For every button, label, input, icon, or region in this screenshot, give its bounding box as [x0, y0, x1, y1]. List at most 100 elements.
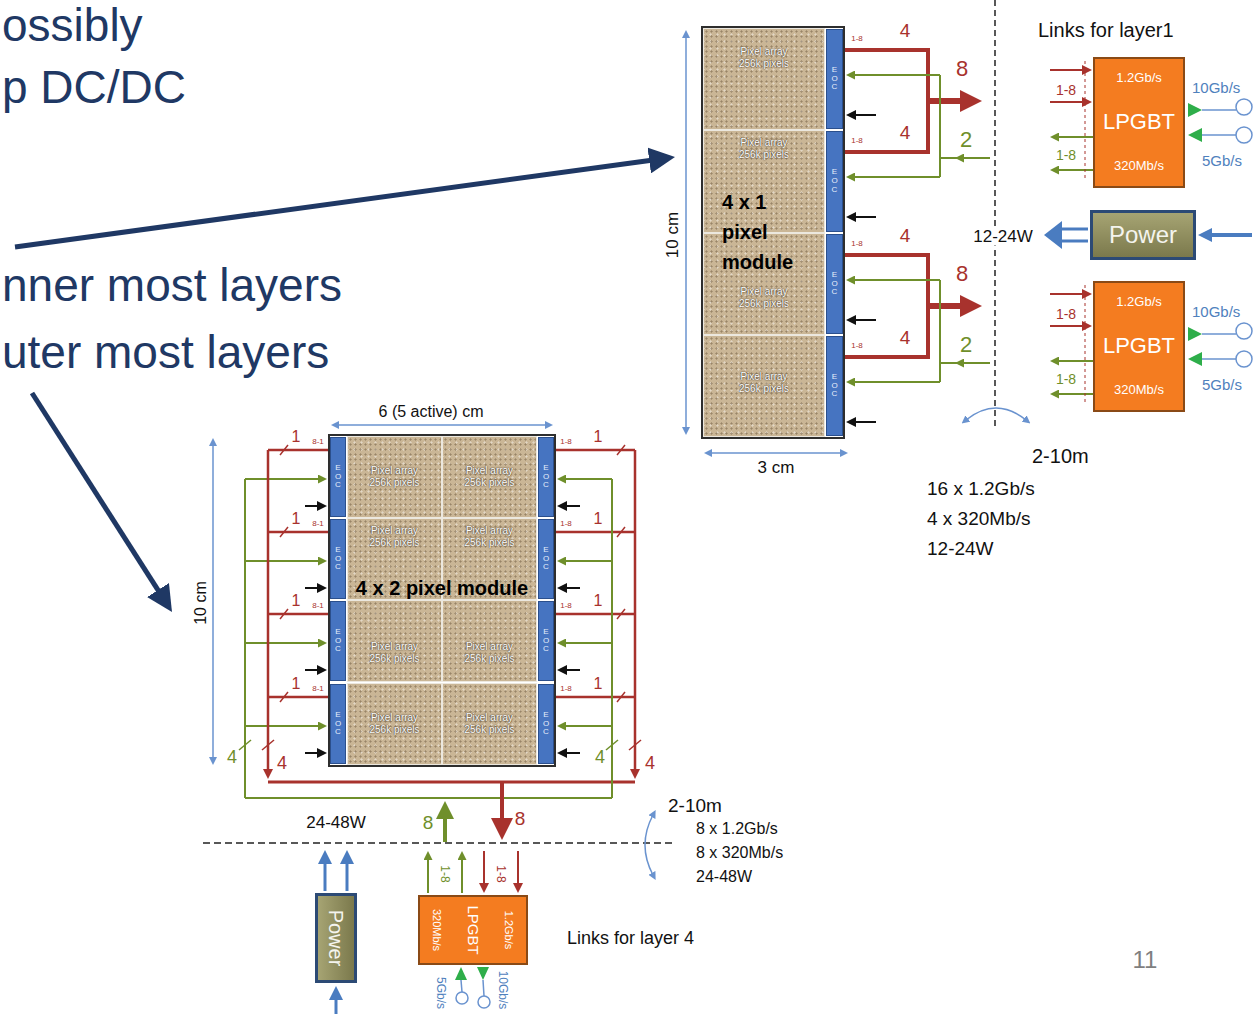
power-arrow — [335, 996, 338, 1014]
link-rate: 1.2Gb/s — [1116, 295, 1162, 309]
channel-range: 1-8 — [560, 438, 572, 446]
power-rating: 12-24W — [971, 227, 1035, 246]
line-count: 4 — [900, 328, 911, 347]
chip-name: LPGBT — [1103, 110, 1175, 134]
signal-wire — [634, 450, 637, 772]
eoc-bar: EOC — [826, 131, 843, 232]
eoc-label: EOC — [542, 628, 550, 654]
optical-receiver — [477, 967, 489, 980]
power-box: Power — [1090, 210, 1196, 260]
line-count: 4 — [277, 754, 287, 772]
boundary-line — [994, 0, 996, 428]
pixel-array-label: Pixel array 256k pixels — [459, 465, 521, 489]
data-bundle — [845, 306, 928, 357]
line-count: 1 — [292, 511, 301, 527]
control-wire — [245, 725, 321, 727]
eoc-bar: EOC — [538, 519, 554, 599]
channel-range: 1-8 — [1056, 148, 1076, 162]
cable-arrow — [645, 815, 653, 875]
pixel-array-label: Pixel array 256k pixels — [364, 641, 426, 665]
clock-wire — [564, 752, 580, 754]
power-rating: 24-48W — [306, 814, 366, 831]
pixel-module: Pixel array 256k pixelsPixel array 256k … — [328, 434, 556, 767]
signal-wire — [1056, 360, 1093, 362]
count-tick — [629, 740, 641, 750]
link-rate: 5Gb/s — [1202, 377, 1242, 392]
cable-length: 2-10m — [1032, 446, 1089, 466]
signal-wire — [267, 450, 270, 772]
count-tick — [617, 692, 625, 702]
pixel-chip: Pixel array 256k pixels — [442, 436, 537, 518]
eoc-label: EOC — [831, 271, 839, 297]
line-count: 1 — [594, 676, 603, 692]
chip-name: LPGBT — [465, 905, 482, 954]
eoc-label: EOC — [334, 546, 342, 572]
signal-wire — [483, 851, 485, 886]
power-arrow — [346, 860, 349, 891]
count-tick — [280, 445, 288, 455]
line-count: 4 — [645, 754, 655, 772]
slide-text: ossibly — [2, 2, 143, 48]
line-count: 8 — [956, 58, 968, 80]
control-wire — [961, 362, 990, 364]
control-wire — [852, 176, 940, 178]
clock-wire — [305, 669, 320, 671]
line-count: 4 — [900, 21, 911, 40]
fiber-coil — [456, 992, 468, 1004]
fiber-coil — [1236, 127, 1252, 143]
optical-transmitter — [1188, 327, 1202, 341]
clock-wire — [853, 114, 876, 116]
pixel-array-label: Pixel array 256k pixels — [733, 371, 795, 395]
line-count: 2 — [960, 334, 972, 356]
clock-wire — [305, 752, 320, 754]
link-rate: 1.2Gb/s — [503, 911, 515, 950]
pixel-chip: Pixel array 256k pixels — [347, 600, 442, 682]
control-wire — [245, 797, 612, 799]
eoc-bar: EOC — [330, 601, 346, 681]
eoc-bar: EOC — [538, 601, 554, 681]
pixel-array-label: Pixel array 256k pixels — [364, 712, 426, 736]
signal-wire — [268, 449, 328, 452]
channel-range: 1-8 — [1056, 307, 1076, 321]
pixel-array-label: Pixel array 256k pixels — [733, 137, 795, 161]
power-arrow — [1208, 233, 1252, 237]
channel-range: 1-8 — [851, 35, 863, 43]
signal-wire — [1050, 325, 1085, 327]
line-count: 1 — [292, 676, 301, 692]
dimension-line — [710, 452, 843, 454]
control-wire — [244, 479, 246, 798]
slide-text: p DC/DC — [2, 64, 186, 110]
line-count: 4 — [227, 748, 237, 766]
link-count: 16 x 1.2Gb/s — [927, 479, 1035, 498]
pixel-array-label: Pixel array 256k pixels — [364, 465, 426, 489]
slide-text: uter most layers — [2, 329, 329, 375]
control-wire — [245, 478, 321, 480]
link-count: 4 x 320Mb/s — [927, 509, 1031, 528]
signal-wire — [268, 781, 635, 784]
count-tick — [617, 445, 625, 455]
optical-transmitter — [455, 967, 467, 980]
optical-receiver — [1188, 352, 1202, 366]
dimension-line — [212, 444, 214, 760]
control-wire — [961, 157, 990, 159]
channel-range: 1-8 — [560, 685, 572, 693]
channel-range: 8-1 — [312, 685, 324, 693]
signal-wire — [556, 613, 635, 616]
line-count: 8 — [423, 813, 434, 832]
channel-range: 1-8 — [851, 240, 863, 248]
signal-wire — [556, 696, 635, 699]
pixel-array-label: Pixel array 256k pixels — [733, 46, 795, 70]
dimension: 3 cm — [758, 459, 795, 476]
control-wire — [245, 642, 321, 644]
channel-range: 1-8 — [560, 602, 572, 610]
cable-length: 2-10m — [668, 796, 722, 815]
module-label: 4 x 1 pixel module — [722, 187, 810, 277]
wiring — [15, 0, 1252, 1014]
channel-range: 1-8 — [439, 865, 451, 882]
fiber — [1202, 109, 1236, 111]
dimension-line — [337, 424, 548, 426]
cable-arrow — [966, 408, 1026, 420]
pixel-array-label: Pixel array 256k pixels — [733, 286, 795, 310]
pixel-chip: Pixel array 256k pixels — [703, 335, 825, 437]
page-number: 11 — [1133, 948, 1158, 972]
